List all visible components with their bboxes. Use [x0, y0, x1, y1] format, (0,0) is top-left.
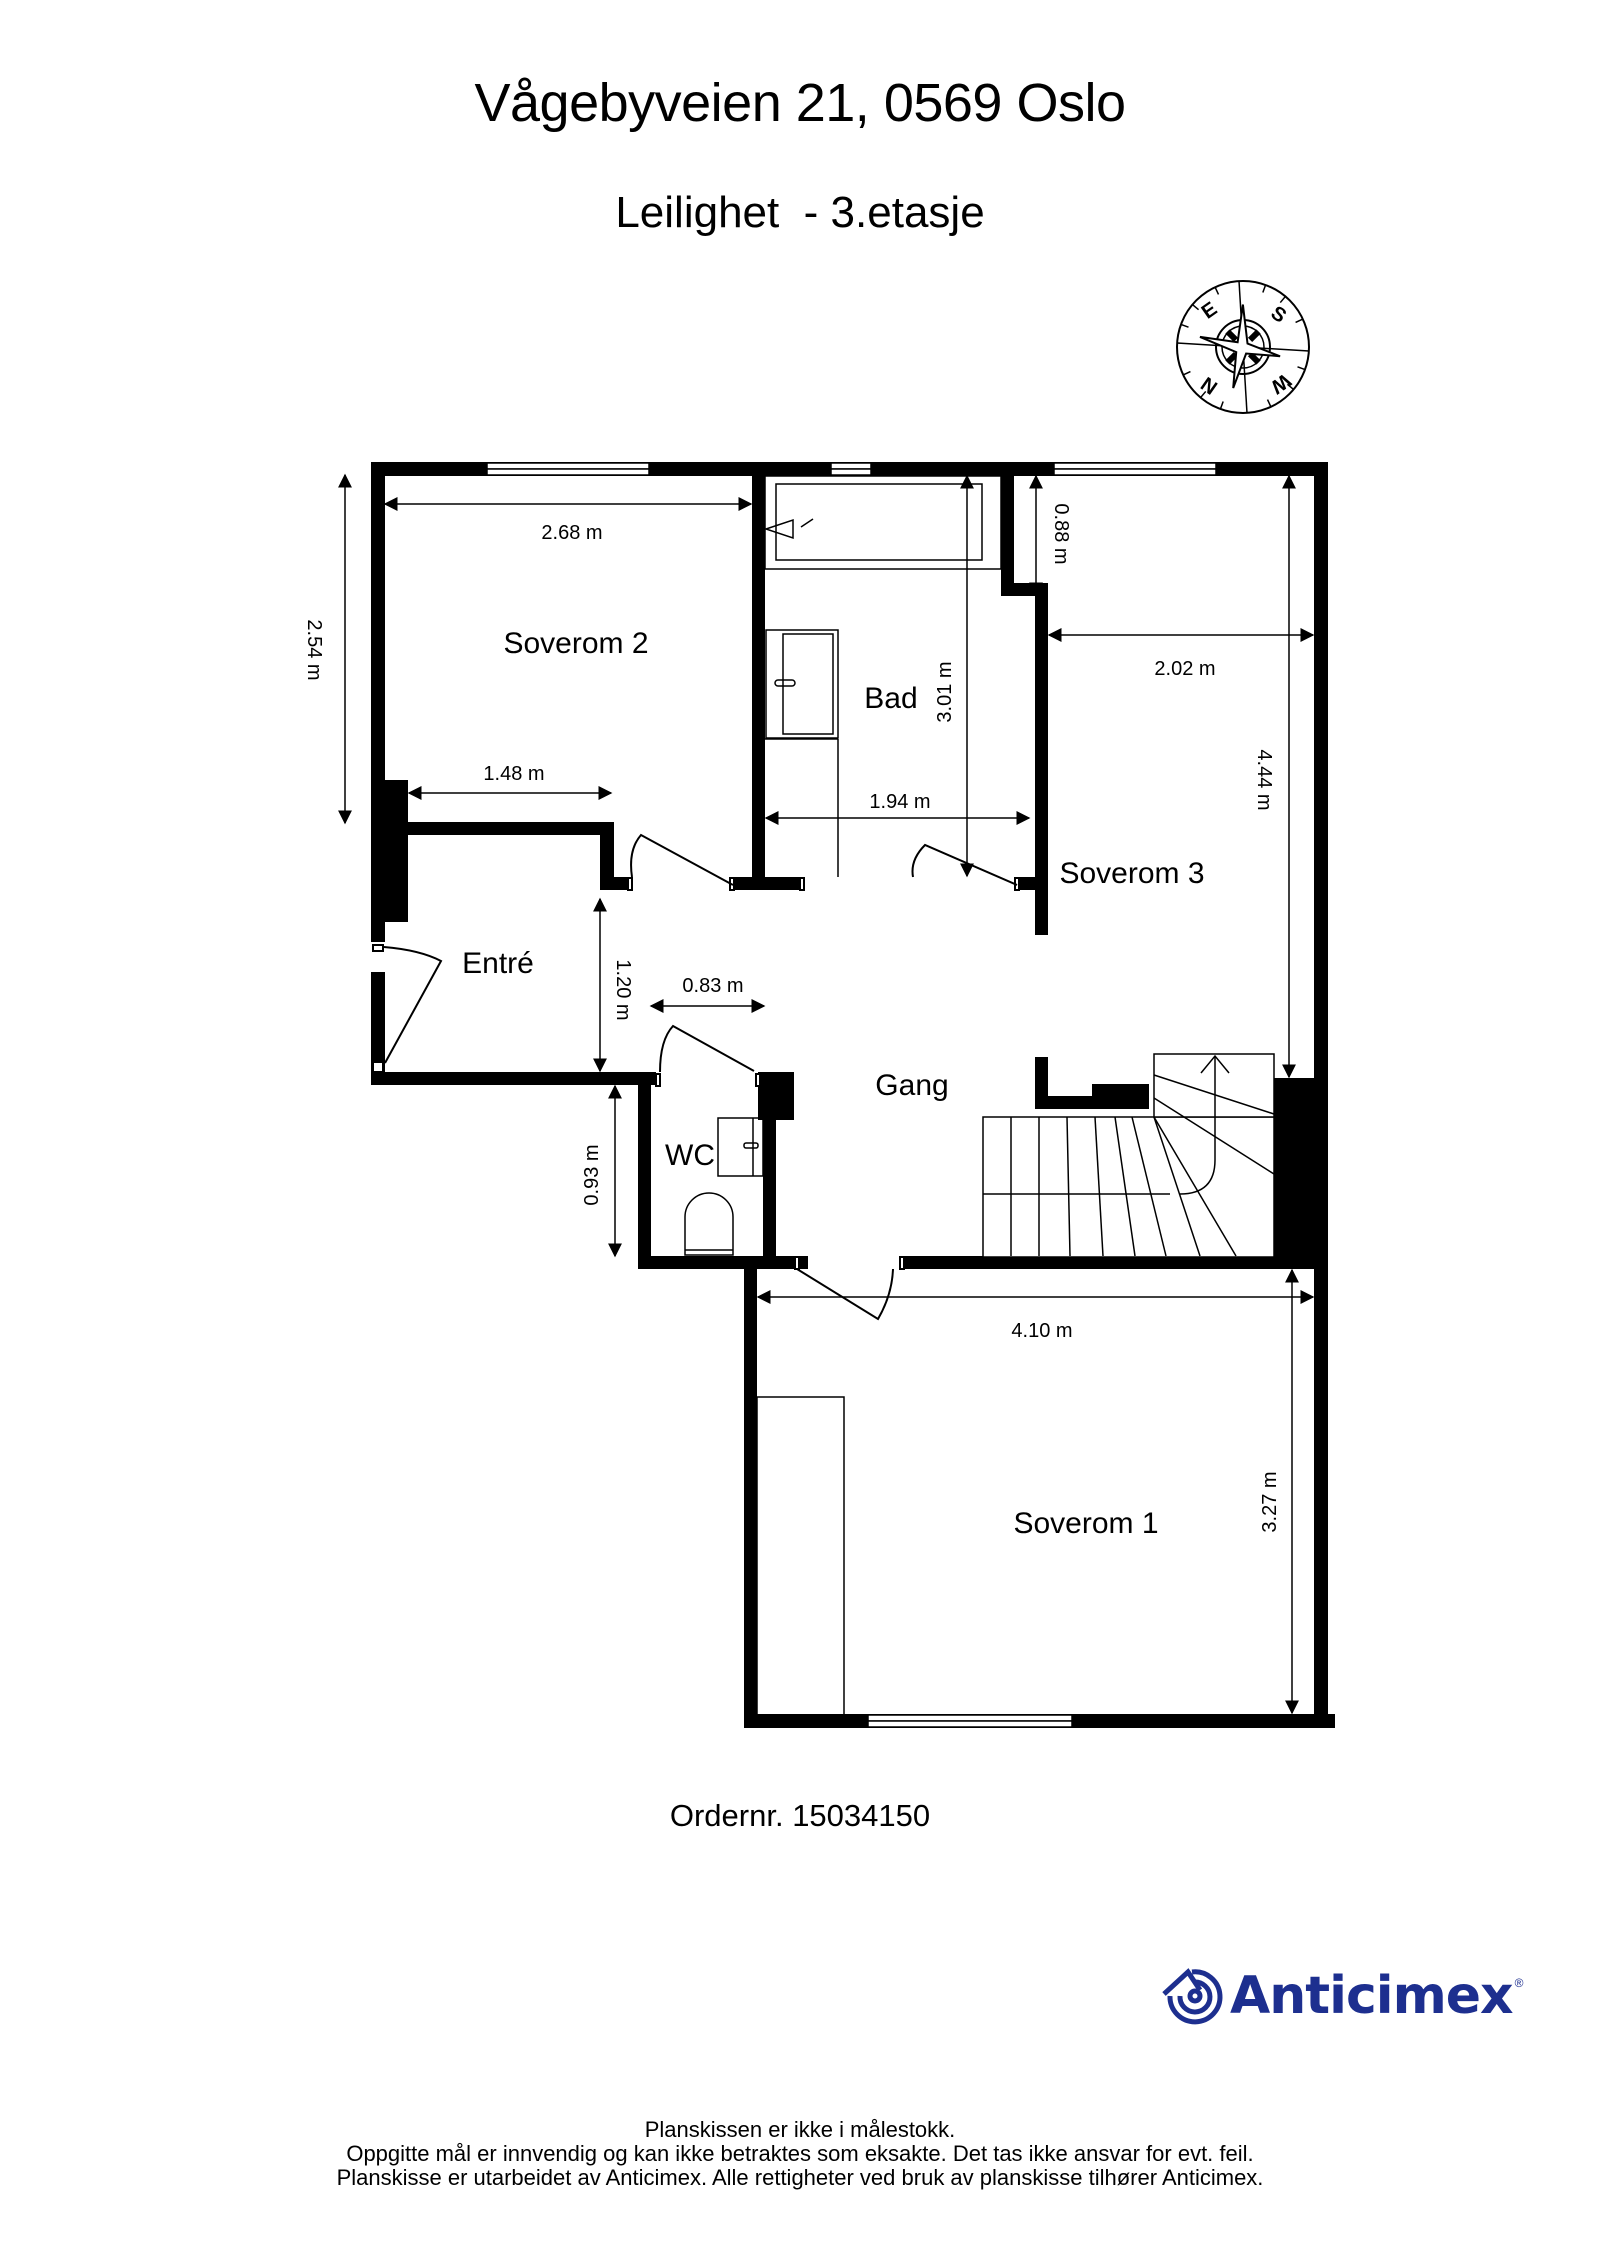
anticimex-logo: Anticimex ®	[1160, 1966, 1523, 2026]
dim-wc-height: 0.93 m	[581, 1144, 603, 1205]
disclaimer-line: Planskissen er ikke i målestokk.	[644, 2117, 956, 2142]
fixtures	[684, 475, 1002, 1716]
anticimex-emblem-icon	[1162, 1968, 1223, 2025]
registered-mark: ®	[1514, 1976, 1524, 1990]
disclaimer: Planskissen er ikke i målestokk. Oppgitt…	[0, 2118, 1600, 2190]
dim-bad-width: 1.94 m	[869, 791, 930, 813]
floor-subtitle: Leilighet - 3.etasje	[615, 188, 985, 237]
disclaimer-line: Planskisse er utarbeidet av Anticimex. A…	[336, 2165, 1264, 2190]
room-label-entre: Entré	[462, 947, 534, 980]
compass-south-label: S	[1267, 302, 1291, 328]
room-label-wc: WC	[665, 1139, 715, 1172]
dimension-lines	[338, 473, 1315, 1715]
room-label-bad: Bad	[864, 682, 917, 715]
room-label-soverom-1: Soverom 1	[1013, 1507, 1158, 1540]
dim-soverom1-width: 4.10 m	[1011, 1320, 1072, 1342]
stairs-icon	[982, 1053, 1275, 1258]
dim-soverom3-width: 2.02 m	[1154, 658, 1215, 680]
windows	[486, 462, 1217, 1728]
sink-icon	[765, 629, 839, 739]
dim-soverom2-height: 2.54 m	[303, 619, 325, 680]
dim-soverom1-height: 3.27 m	[1259, 1471, 1281, 1532]
dim-gang-width: 0.83 m	[682, 975, 743, 997]
room-label-gang: Gang	[875, 1069, 948, 1102]
room-label-soverom-2: Soverom 2	[503, 627, 648, 660]
bathtub-icon	[764, 475, 1002, 570]
dim-soverom3-height: 4.44 m	[1253, 749, 1275, 810]
toilet-icon	[684, 1192, 734, 1256]
brand-name: Anticimex	[1230, 1966, 1514, 2026]
compass-east-label: E	[1198, 298, 1222, 324]
compass-icon: E S N W	[1176, 280, 1310, 414]
dim-bad-height: 3.01 m	[934, 661, 956, 722]
address-title: Vågebyveien 21, 0569 Oslo	[474, 73, 1126, 133]
dim-entre-height: 1.20 m	[612, 959, 634, 1020]
dim-soverom2-width: 2.68 m	[541, 522, 602, 544]
compass-north-label: N	[1197, 372, 1221, 398]
room-label-soverom-3: Soverom 3	[1059, 857, 1204, 890]
wc-sink-icon	[717, 1117, 764, 1177]
dim-closet-depth: 0.88 m	[1050, 503, 1072, 564]
wardrobe	[756, 1396, 845, 1716]
order-number: Ordernr. 15034150	[669, 1798, 931, 1833]
dim-soverom2-partial: 1.48 m	[483, 763, 544, 785]
disclaimer-line: Oppgitte mål er innvendig og kan ikke be…	[346, 2141, 1254, 2166]
